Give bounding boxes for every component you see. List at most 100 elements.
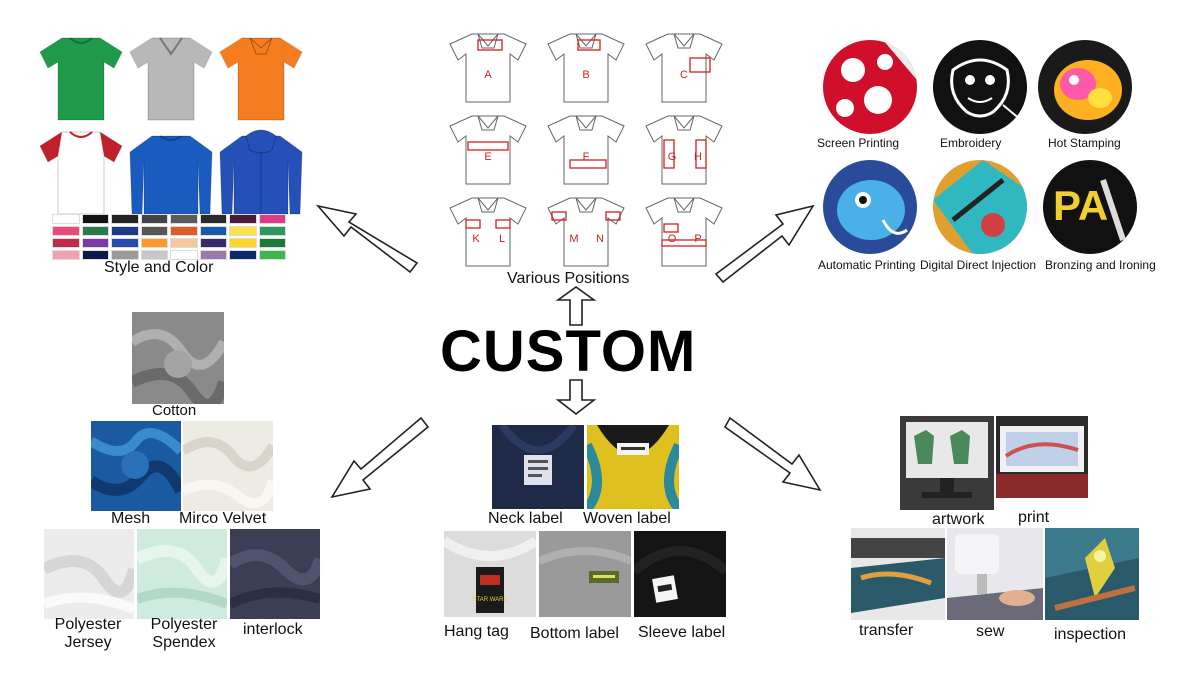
color-swatch [170,250,198,260]
color-swatch [258,214,286,224]
color-swatch [81,250,109,260]
label-bottom-image [539,531,631,617]
fabric-mirco-velvet-image [183,421,273,511]
process-label-transfer: transfer [859,622,914,639]
color-swatch [140,238,168,248]
positions-label: Various Positions [507,270,630,287]
position-letter: O [668,233,677,245]
method-automatic-printing-image [823,160,917,254]
process-sew-image [947,528,1043,620]
position-letter: B [582,69,589,81]
process-artwork-image [900,416,994,510]
label-hang-tag-image: STAR WARS [444,531,536,617]
color-swatch [140,214,168,224]
color-swatch [258,226,286,236]
color-swatch [199,238,227,248]
color-swatch [229,214,257,224]
shirt-hoodie-image [219,129,303,215]
method-label-hot-stamping: Hot Stamping [1048,136,1121,150]
shirt-raglan-image [39,131,123,215]
method-screen-printing-image [823,40,917,134]
style-color-label: Style and Color [104,259,214,276]
method-label-bronzing-ironing: Bronzing and Ironing [1045,258,1156,272]
color-swatch [140,250,168,260]
color-swatch [229,250,257,260]
label-caption-neck: Neck label [488,510,563,527]
method-label-screen-printing: Screen Printing [817,136,900,150]
label-caption-sleeve: Sleeve label [638,624,726,641]
process-label-artwork: artwork [932,511,985,528]
arrow-down-icon [555,379,597,416]
position-letter: N [596,233,604,245]
position-letter: H [694,151,702,163]
fabric-label-mesh: Mesh [111,510,151,527]
process-inspection-image [1045,528,1139,620]
arrow-down-left-icon [330,416,430,499]
position-letter: C [680,69,688,81]
method-label-digital-direct-injection: Digital Direct Injection [920,258,1037,272]
method-hot-stamping-image [1038,40,1132,134]
color-swatch [52,238,80,248]
label-caption-hang-tag: Hang tag [444,623,509,640]
method-digital-direct-injection-image [933,160,1027,254]
color-swatch [81,214,109,224]
label-sleeve-image [634,531,726,617]
color-swatch [170,214,198,224]
color-swatch [199,226,227,236]
label-caption-woven: Woven label [583,510,671,527]
label-caption-bottom: Bottom label [530,625,619,642]
process-label-inspection: inspection [1054,626,1127,643]
color-swatch [111,214,139,224]
color-swatch [52,226,80,236]
method-bronzing-ironing-image: PA [1043,160,1137,254]
hang-tag-text: STAR WARS [472,597,507,603]
label-woven-image [587,425,679,509]
color-swatch [229,238,257,248]
fabric-label-interlock: interlock [243,621,303,638]
position-letter: F [583,151,590,163]
position-letter: A [484,69,492,81]
fabric-label-polyester-spendex: Polyester Spendex [150,616,218,651]
polo-position-c: C [645,33,723,103]
color-swatch [111,226,139,236]
fabric-mesh-image [91,421,181,511]
color-swatch [199,250,227,260]
svg-text:PA: PA [1053,182,1108,229]
arrow-down-right-icon [723,416,822,492]
position-letter: K [472,233,480,245]
page-title: CUSTOM [440,319,697,384]
color-swatch [52,250,80,260]
polo-position-f: F [547,115,625,185]
color-swatch-grid [52,214,286,260]
fabric-cotton-image [132,312,224,404]
fabric-polyester-jersey-image [44,529,134,619]
color-swatch [258,238,286,248]
fabric-label-mirco-velvet: Mirco Velvet [179,510,267,527]
color-swatch [258,250,286,260]
fabric-interlock-image [230,529,320,619]
position-letter: P [694,233,701,245]
shirt-vneck-image [129,37,213,121]
process-label-sew: sew [976,623,1005,640]
color-swatch [81,226,109,236]
position-letter: E [484,151,491,163]
method-embroidery-image [933,40,1027,134]
process-transfer-image [851,528,945,620]
arrow-up-left-icon [315,204,419,274]
color-swatch [111,250,139,260]
shirt-tee-image [39,37,123,121]
color-swatch [229,226,257,236]
position-letter: G [668,151,677,163]
fabric-label-cotton: Cotton [152,402,197,419]
shirt-sweat-image [129,135,213,215]
color-swatch [52,214,80,224]
process-print-image [996,416,1088,498]
label-neck-image [492,425,584,509]
position-letter: L [499,233,505,245]
fabric-label-polyester-jersey: Polyester Jersey [54,616,122,651]
